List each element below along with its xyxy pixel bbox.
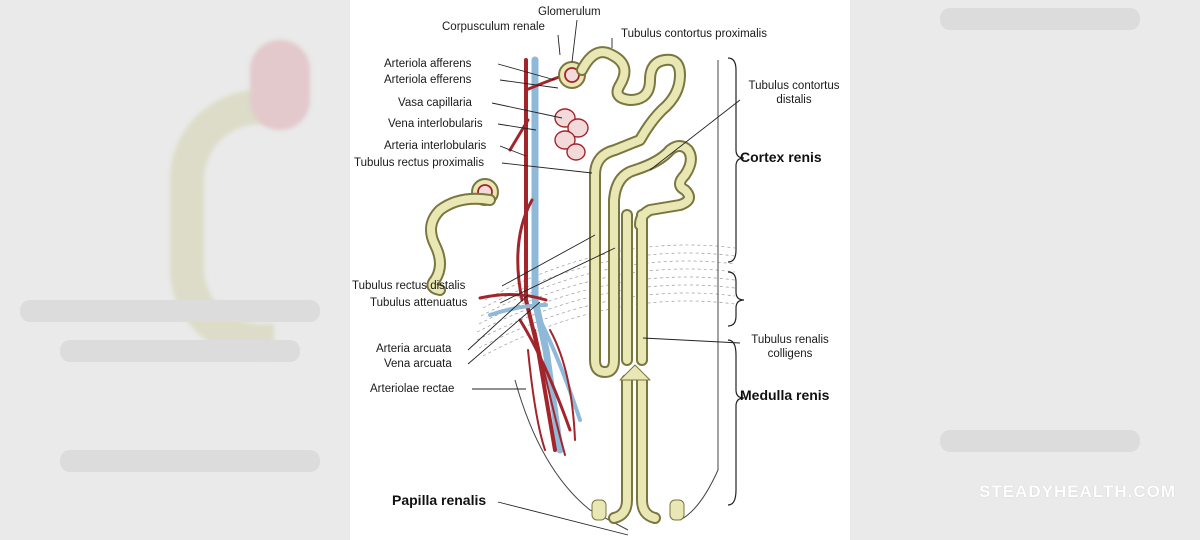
leader-lines [467,19,741,536]
nephron-tubules [425,46,697,524]
label-tubulus-rectus-distalis: Tubulus rectus distalis [352,280,466,292]
blurred-text-line [20,300,320,322]
blood-vessels [478,56,582,456]
label-tubulus-attenuatus: Tubulus attenuatus [370,297,468,309]
label-corpusculum-renale: Corpusculum renale [442,21,545,33]
label-cortex-renis: Cortex renis [740,149,822,165]
label-tubulus-renalis-colligens-line2: colligens [767,348,813,360]
label-papilla-renalis: Papilla renalis [392,492,487,508]
label-tubulus-rectus-proximalis: Tubulus rectus proximalis [354,157,484,169]
label-medulla-renis: Medulla renis [740,387,830,403]
label-arteria-arcuata: Arteria arcuata [376,343,452,355]
label-vena-arcuata: Vena arcuata [384,358,452,370]
blurred-background-right [850,0,1200,540]
watermark: STEADYHEALTH.COM [978,482,1176,501]
blurred-vessel-shape [250,40,310,130]
blurred-text-line [60,340,300,362]
diagram-panel: Glomerulum Corpusculum renale Tubulus co… [350,0,850,540]
region-brackets [727,57,745,506]
label-tubulus-renalis-colligens-line1: Tubulus renalis [751,334,829,346]
label-tubulus-contortus-proximalis: Tubulus contortus proximalis [621,28,767,40]
nephron-diagram [425,19,745,536]
label-tubulus-contortus-distalis-line2: distalis [776,94,812,106]
blurred-background-left [0,0,350,540]
capillary-network [554,108,589,161]
label-vasa-capillaria: Vasa capillaria [398,97,472,109]
pyramid-outline [514,379,629,531]
label-tubulus-contortus-distalis-line1: Tubulus contortus [748,80,840,92]
label-glomerulum: Glomerulum [538,6,601,18]
label-arteriolae-rectae: Arteriolae rectae [370,383,455,395]
label-arteriola-afferens: Arteriola afferens [384,58,472,70]
label-arteriola-efferens: Arteriola efferens [384,74,472,86]
label-vena-interlobularis: Vena interlobularis [388,118,483,130]
medulla-band [476,244,736,357]
blurred-text-line [940,430,1140,452]
pyramid-outline-right [679,60,719,521]
blurred-text-line [940,8,1140,30]
label-arteria-interlobularis: Arteria interlobularis [384,140,487,152]
blurred-text-line [60,450,320,472]
